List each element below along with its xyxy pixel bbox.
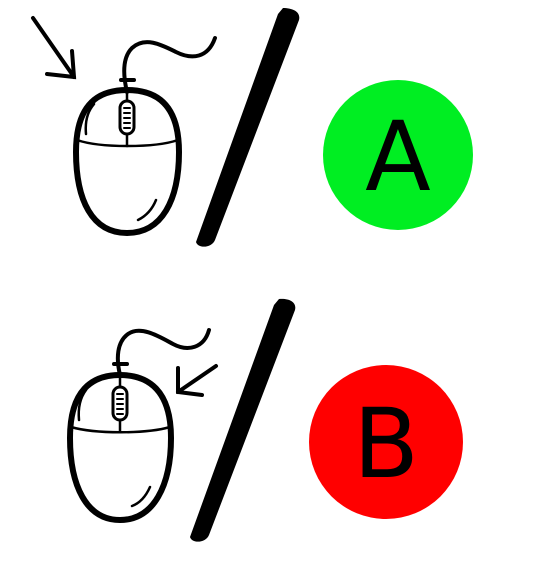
option-a-row: A <box>0 0 559 281</box>
mouse-icon <box>73 36 217 236</box>
option-b-row: B <box>0 282 559 563</box>
option-a-illustration <box>31 8 300 247</box>
arrow-pointing-right-button-icon <box>176 364 218 397</box>
mouse-icon <box>67 328 211 523</box>
option-b-letter: B <box>353 388 419 500</box>
option-a-badge: A <box>323 80 473 230</box>
option-a-letter: A <box>365 101 431 213</box>
slash-divider <box>196 8 300 247</box>
slash-divider <box>190 298 296 542</box>
option-b-illustration <box>67 298 296 542</box>
arrow-pointing-left-button-icon <box>31 16 77 80</box>
option-b-badge: B <box>309 365 463 519</box>
